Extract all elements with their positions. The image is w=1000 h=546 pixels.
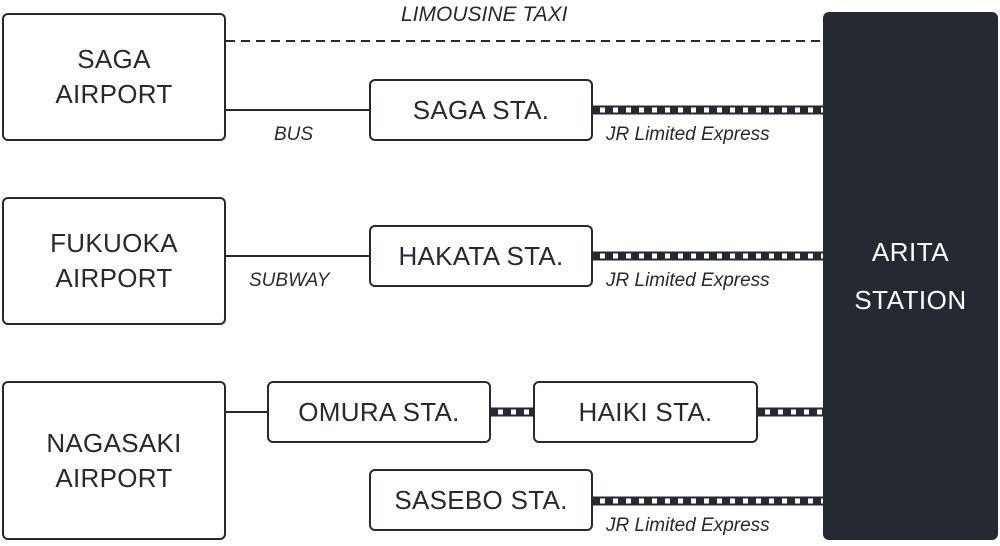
jr-rail-sasebo <box>592 496 823 506</box>
arita-station-box: ARITA STATION <box>823 12 998 540</box>
arita-station-label: ARITA STATION <box>854 237 967 315</box>
saga-station-label: SAGA STA. <box>412 94 550 125</box>
rail-haiki-arita <box>757 407 823 417</box>
omura-station-label: OMURA STA. <box>298 396 460 427</box>
fukuoka-airport-label: FUKUOKA AIRPORT <box>50 228 178 293</box>
omura-station-box: OMURA STA. <box>267 381 491 443</box>
subway-label: SUBWAY <box>249 270 330 291</box>
jr-rail-saga <box>592 105 823 115</box>
jr-saga-label: JR Limited Express <box>606 124 770 145</box>
saga-station-box: SAGA STA. <box>369 79 593 141</box>
nagasaki-airport-label: NAGASAKI AIRPORT <box>46 427 182 493</box>
bus-label: BUS <box>274 124 314 145</box>
jr-rail-hakata <box>592 251 823 261</box>
jr-hakata-label: JR Limited Express <box>606 270 770 291</box>
saga-airport-label: SAGA AIRPORT <box>55 44 173 109</box>
sasebo-station-label: SASEBO STA. <box>394 484 568 515</box>
fukuoka-airport-box: FUKUOKA AIRPORT <box>2 197 226 325</box>
saga-airport-box: SAGA AIRPORT <box>2 13 226 141</box>
haiki-station-box: HAIKI STA. <box>533 381 758 443</box>
rail-omura-haiki <box>490 407 534 417</box>
jr-sasebo-label: JR Limited Express <box>606 515 770 536</box>
nagasaki-airport-box: NAGASAKI AIRPORT <box>2 381 226 540</box>
limousine-taxi-label: LIMOUSINE TAXI <box>401 3 568 26</box>
haiki-station-label: HAIKI STA. <box>578 396 713 427</box>
sasebo-station-box: SASEBO STA. <box>369 469 593 531</box>
hakata-station-label: HAKATA STA. <box>398 240 564 271</box>
hakata-station-box: HAKATA STA. <box>369 225 593 287</box>
